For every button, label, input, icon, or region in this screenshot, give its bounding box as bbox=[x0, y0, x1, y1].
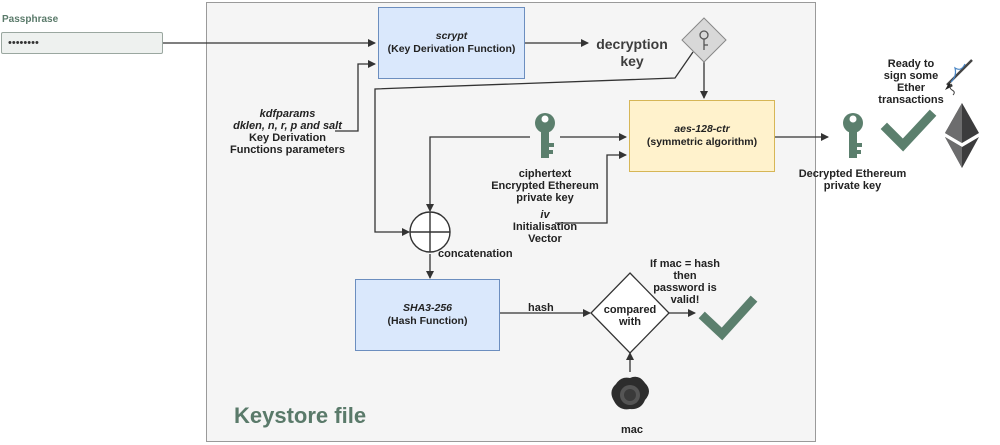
arrow-ciphertext-to-concat bbox=[426, 136, 530, 212]
ethereum-logo-icon bbox=[945, 103, 979, 168]
line-diamond-to-concat bbox=[374, 51, 694, 236]
ciphertext-key-icon bbox=[535, 113, 555, 158]
kdfparams-list: dklen, n, r, p and salt bbox=[233, 120, 342, 132]
compare-diamond bbox=[590, 272, 670, 354]
kdfparams-desc-2: Functions parameters bbox=[230, 144, 345, 156]
ready-label: Ready to sign some Ether transactions bbox=[878, 58, 944, 106]
mac-label: mac bbox=[621, 424, 644, 436]
sha-name: SHA3-256 bbox=[402, 302, 453, 314]
scrypt-desc: (Key Derivation Function) bbox=[387, 43, 516, 55]
kdfparams-label: kdfparams dklen, n, r, p and salt Key De… bbox=[225, 108, 350, 156]
mac-seal-icon bbox=[611, 376, 649, 410]
decryption-key-diamond-icon bbox=[681, 17, 727, 63]
scrypt-box: scrypt (Key Derivation Function) bbox=[378, 7, 525, 79]
aes-name: aes-128-ctr bbox=[674, 123, 730, 135]
arrow-kdfparams-to-scrypt bbox=[335, 60, 376, 132]
valid-note: If mac = hash then password is valid! bbox=[649, 258, 720, 306]
scrypt-name: scrypt bbox=[435, 30, 468, 42]
passphrase-label: Passphrase bbox=[2, 14, 59, 25]
sha-box: SHA3-256 (Hash Function) bbox=[355, 279, 500, 351]
keystore-title: Keystore file bbox=[234, 403, 367, 428]
iv-label: iv Initialisation Vector bbox=[512, 209, 578, 245]
compare-label: compared with bbox=[603, 304, 657, 328]
decrypted-key-label: Decrypted Ethereum private key bbox=[798, 168, 907, 192]
concatenation-label: concatenation bbox=[438, 248, 513, 260]
kdfparams-title: kdfparams bbox=[259, 108, 316, 120]
valid-check-icon bbox=[698, 295, 758, 341]
kdfparams-desc-1: Key Derivation bbox=[248, 132, 327, 144]
concatenation-symbol bbox=[409, 211, 451, 253]
aes-desc: (symmetric algorithm) bbox=[646, 136, 758, 148]
arrow-iv-to-aes bbox=[555, 151, 627, 224]
hash-label: hash bbox=[528, 302, 554, 314]
pen-icon bbox=[945, 59, 973, 96]
decrypted-key-icon bbox=[843, 113, 863, 158]
aes-box: aes-128-ctr (symmetric algorithm) bbox=[629, 100, 775, 172]
passphrase-input[interactable]: •••••••• bbox=[1, 32, 163, 54]
sha-desc: (Hash Function) bbox=[387, 315, 468, 327]
ready-check-icon bbox=[880, 109, 937, 152]
ciphertext-label: ciphertext Encrypted Ethereum private ke… bbox=[491, 168, 599, 204]
decryption-key-label: decryption key bbox=[596, 36, 668, 69]
